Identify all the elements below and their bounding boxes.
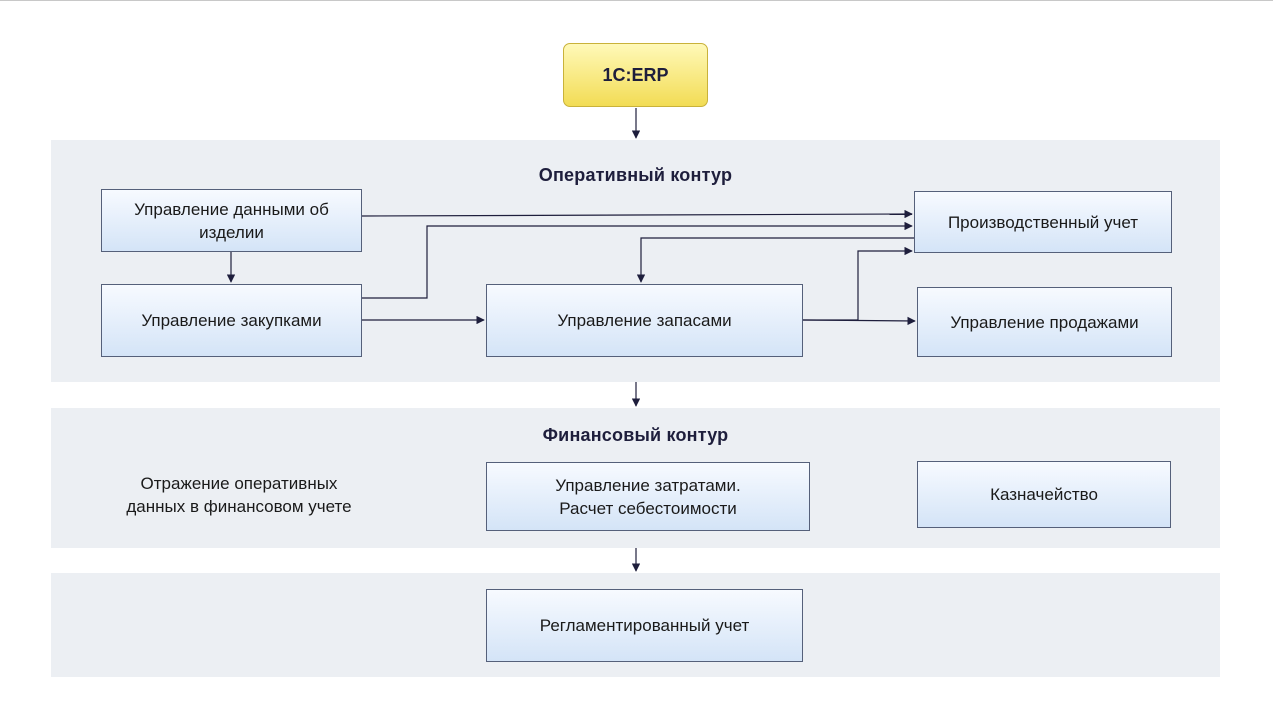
- reflection-text: Отражение оперативных данных в финансово…: [126, 474, 352, 516]
- procurement-node: Управление закупками: [101, 284, 362, 357]
- regulated-accounting-node: Регламентированный учет: [486, 589, 803, 662]
- treasury-node: Казначейство: [917, 461, 1171, 528]
- sales-label: Управление продажами: [950, 312, 1139, 332]
- production-accounting-node: Производственный учет: [914, 191, 1172, 253]
- costs-node: Управление затратами. Расчет себестоимос…: [486, 462, 810, 531]
- top-divider: [0, 0, 1273, 1]
- operational-title: Оперативный контур: [538, 165, 733, 185]
- inventory-node: Управление запасами: [486, 284, 803, 357]
- product-data-node: Управление данными об изделии: [101, 189, 362, 252]
- costs-label: Управление затратами. Расчет себестоимос…: [555, 475, 741, 518]
- regulated-accounting-label: Регламентированный учет: [539, 616, 750, 635]
- erp-label: 1C:ERP: [602, 64, 669, 85]
- sales-node: Управление продажами: [917, 287, 1172, 357]
- erp-node: 1C:ERP: [563, 43, 708, 107]
- financial-title: Финансовый контур: [542, 425, 729, 445]
- inventory-label: Управление запасами: [557, 311, 732, 330]
- procurement-label: Управление закупками: [141, 311, 322, 330]
- product-data-label: Управление данными об изделии: [134, 199, 329, 242]
- treasury-label: Казначейство: [990, 485, 1098, 504]
- production-accounting-label: Производственный учет: [947, 212, 1139, 232]
